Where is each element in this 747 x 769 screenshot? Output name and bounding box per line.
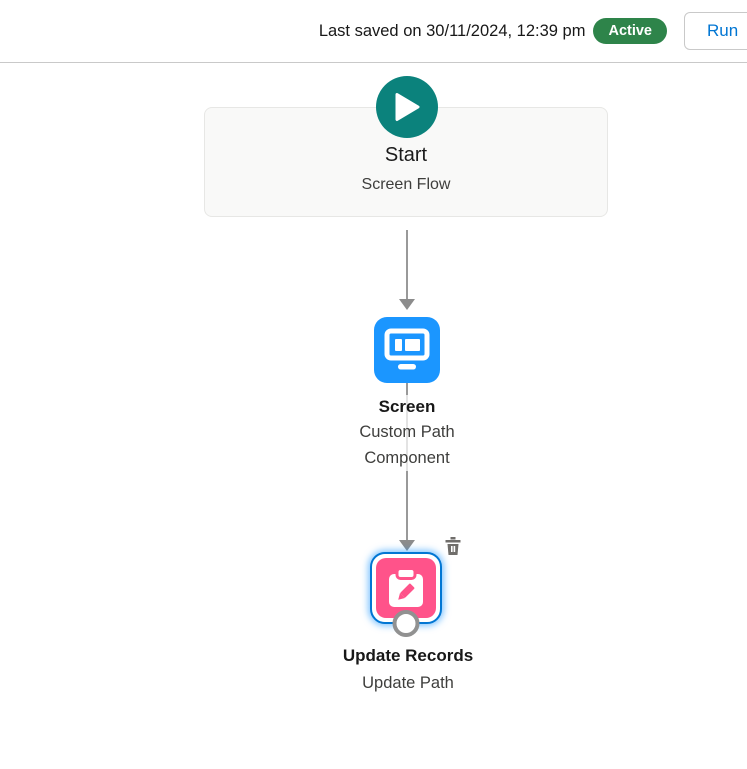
delete-node-button[interactable]: [444, 536, 462, 555]
start-node-button[interactable]: [376, 76, 438, 138]
trash-icon: [445, 536, 461, 555]
update-records-node[interactable]: [370, 552, 442, 637]
update-records-node-tile: [376, 558, 436, 618]
status-badge: Active: [593, 17, 667, 45]
play-icon: [394, 92, 421, 122]
start-node-title: Start: [384, 144, 428, 166]
last-saved-text: Last saved on 30/11/2024, 12:39 pm: [318, 21, 586, 40]
header-bar: Last saved on 30/11/2024, 12:39 pm Activ…: [0, 0, 747, 63]
update-records-label: Update Records Update Path: [308, 644, 508, 696]
screen-node-subtitle: Custom Path Component: [359, 423, 455, 467]
screen-node-title: Screen: [378, 397, 436, 416]
update-records-subtitle: Update Path: [362, 674, 454, 692]
screen-node[interactable]: [374, 317, 440, 383]
start-node-subtitle: Screen Flow: [361, 176, 451, 193]
update-records-icon: [386, 567, 426, 609]
connector-start-to-screen: [406, 230, 408, 300]
arrowhead-icon: [399, 299, 415, 310]
update-records-title: Update Records: [342, 646, 474, 665]
screen-icon: [384, 328, 430, 372]
arrowhead-icon: [399, 540, 415, 551]
flow-canvas[interactable]: Start Screen Flow Screen Cu: [0, 63, 747, 769]
connector-handle[interactable]: [392, 610, 420, 637]
run-button[interactable]: Run: [684, 12, 747, 50]
screen-node-label: Screen Custom Path Component: [327, 395, 487, 471]
